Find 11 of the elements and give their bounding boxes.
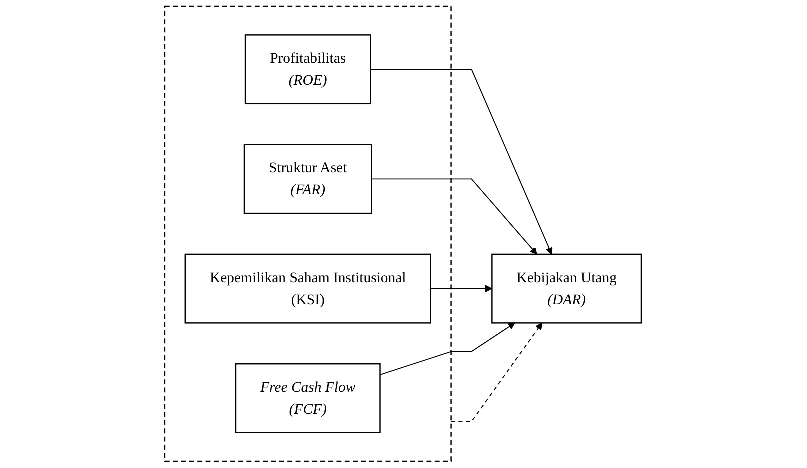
arrow bbox=[370, 69, 553, 255]
arrow bbox=[380, 322, 516, 376]
arrow bbox=[430, 285, 493, 292]
node-box: Profitabilitas (ROE) bbox=[245, 34, 372, 105]
node-box: Struktur Aset (FAR) bbox=[244, 144, 373, 214]
node-box: Free Cash Flow (FCF) bbox=[236, 363, 382, 434]
node-box: Kebijakan Utang (DAR) bbox=[492, 254, 642, 324]
node-box: Kepemilikan Saham Institusional (KSI) bbox=[185, 254, 432, 324]
arrow bbox=[372, 178, 538, 255]
cluster bbox=[164, 6, 452, 462]
arrow bbox=[451, 322, 543, 422]
